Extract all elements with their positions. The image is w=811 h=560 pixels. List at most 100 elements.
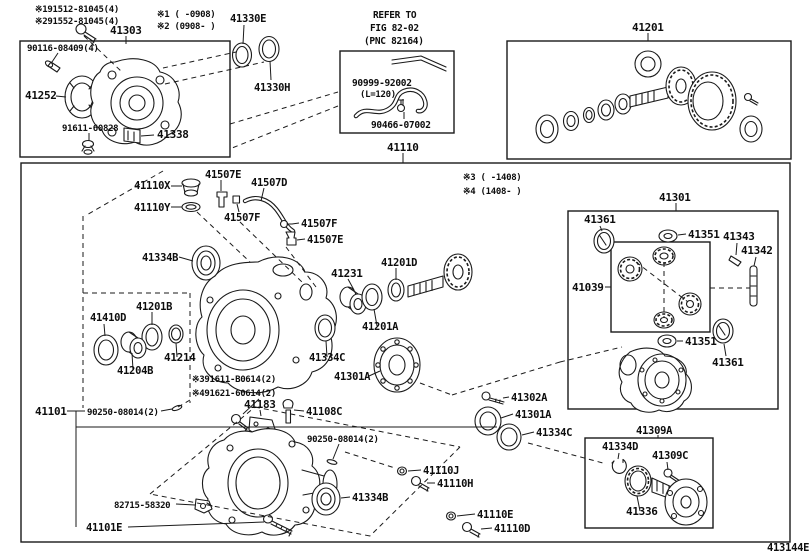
- part-label-8271558320-46: 82715-58320: [114, 501, 170, 511]
- flange-41301A-main: [373, 337, 421, 393]
- leader-line: [236, 203, 240, 213]
- part-label-41410D-34: 41410D: [90, 312, 126, 324]
- leader-line: [269, 60, 272, 81]
- leader-line: [340, 496, 351, 499]
- part-label-41507F-26: 41507F: [301, 218, 337, 230]
- dashed-line: [254, 406, 461, 448]
- key-41343: [728, 255, 742, 267]
- bolt-41302A: [481, 391, 505, 405]
- part-label-41201D-30: 41201D: [381, 257, 417, 269]
- leader-line: [636, 495, 641, 512]
- straight-pin-bottom: [326, 459, 338, 465]
- leader-line: [242, 24, 245, 45]
- part-label-9161160828-8: 91611-60828: [62, 124, 118, 134]
- bearing-41361-bottomright: [712, 318, 734, 344]
- leader-line: [347, 278, 355, 291]
- leader-line: [260, 187, 265, 202]
- fitting-41507E-right: [285, 231, 297, 246]
- part-label-41334B-45: 41334B: [352, 492, 388, 504]
- frame-breather-hose: [339, 50, 455, 134]
- leader-line: [753, 256, 757, 267]
- leader-line: [373, 308, 378, 327]
- part-label-41342-59: 41342: [741, 244, 773, 257]
- part-label-41309A-63: 41309A: [636, 425, 673, 437]
- bearing-41201A: [361, 283, 383, 311]
- part-label-41507E-27: 41507E: [307, 234, 343, 246]
- part-label-41110H-49: 41110H: [437, 478, 473, 490]
- pinion-gear-right: [678, 292, 702, 316]
- dashed-line: [451, 361, 561, 396]
- leader-line: [480, 527, 493, 530]
- part-label-41231-29: 41231: [331, 267, 363, 280]
- leader-line: [368, 370, 381, 377]
- leader-line: [242, 398, 260, 415]
- breather-hose-drawing: [353, 55, 447, 119]
- part-label-41334C-54: 41334C: [536, 427, 572, 439]
- part-label-41351-57: 41351: [688, 228, 720, 241]
- carrier-case: [195, 256, 337, 394]
- ring-gear-bolt: [743, 92, 759, 106]
- leader-line: [175, 342, 178, 358]
- leader-line: [160, 408, 173, 412]
- part-label-41108C-43: 41108C: [306, 406, 342, 418]
- part-label-391611B06142-40: ※391611-B0614(2): [192, 375, 276, 385]
- part-label-41301A-33: 41301A: [334, 371, 371, 383]
- plug-41110X: [181, 178, 201, 197]
- dashed-line: [229, 91, 339, 125]
- bracket-41338: [123, 127, 141, 144]
- part-label-10908-3: ※1 ( -0908): [157, 10, 215, 20]
- dashed-line: [149, 406, 256, 495]
- frame-41201: [506, 40, 792, 160]
- leader-line: [599, 225, 603, 232]
- part-label-41110E-50: 41110E: [477, 509, 513, 521]
- washer-41351-top: [658, 229, 678, 243]
- bolt-41110D: [461, 521, 481, 538]
- part-label-41361-56: 41361: [584, 213, 616, 226]
- part-label-41214-37: 41214: [164, 351, 196, 364]
- retainer-kit-drawing: [611, 458, 708, 526]
- part-label-41039-60: 41039: [572, 281, 604, 294]
- dashed-line: [527, 442, 604, 464]
- leader-line: [677, 233, 687, 236]
- part-label-41330E-5: 41330E: [230, 13, 266, 25]
- frames: [19, 40, 792, 543]
- axle-hub-flange: [651, 477, 708, 526]
- gasket-41110Y: [181, 201, 201, 213]
- spacer-41204B: [120, 331, 147, 359]
- bearing-41336: [624, 465, 652, 497]
- drive-pinion-main: [407, 253, 473, 298]
- oil-seal-41334C-main: [314, 314, 336, 342]
- leader-line: [127, 521, 265, 528]
- oil-seal-41334B-top: [191, 245, 221, 281]
- part-label-41301A-53: 41301A: [515, 409, 552, 421]
- leader-line: [500, 413, 514, 419]
- shaft-41342: [749, 265, 758, 307]
- leader-line: [325, 340, 328, 358]
- dashed-line: [419, 382, 453, 396]
- part-label-41343-58: 41343: [723, 230, 755, 243]
- dashed-line: [196, 211, 251, 263]
- part-label-9099992002-14: 90999-92002: [352, 78, 412, 89]
- drive-pinion-kit-drawing: [535, 50, 763, 144]
- connector-lines: [51, 24, 757, 537]
- stud-icon: [44, 60, 61, 73]
- leader-line: [55, 95, 67, 98]
- oil-seal-41334B-bottom: [311, 482, 341, 516]
- breather-41108C: [282, 399, 294, 424]
- part-label-41334B-28: 41334B: [142, 252, 178, 264]
- part-label-491621606142-41: ※491621-60614(2): [192, 389, 276, 399]
- front-carrier-drawing: [44, 23, 280, 155]
- part-label-41408-20: ※4 (1408- ): [463, 187, 521, 197]
- part-label-41303-2: 41303: [110, 24, 142, 37]
- part-label-41338-9: 41338: [157, 128, 189, 141]
- bearing-41201B: [141, 323, 163, 351]
- leader-line: [617, 452, 620, 460]
- part-label-191512810454-0: ※191512-81045(4): [35, 5, 119, 15]
- part-label-31408-19: ※3 ( -1408): [463, 173, 521, 183]
- bolt-icon: [75, 23, 97, 44]
- part-label-41110J-48: 41110J: [423, 465, 459, 477]
- part-label-41330H-10: 41330H: [254, 82, 290, 94]
- part-label-41110-17: 41110: [387, 141, 419, 154]
- dashed-line: [369, 446, 461, 537]
